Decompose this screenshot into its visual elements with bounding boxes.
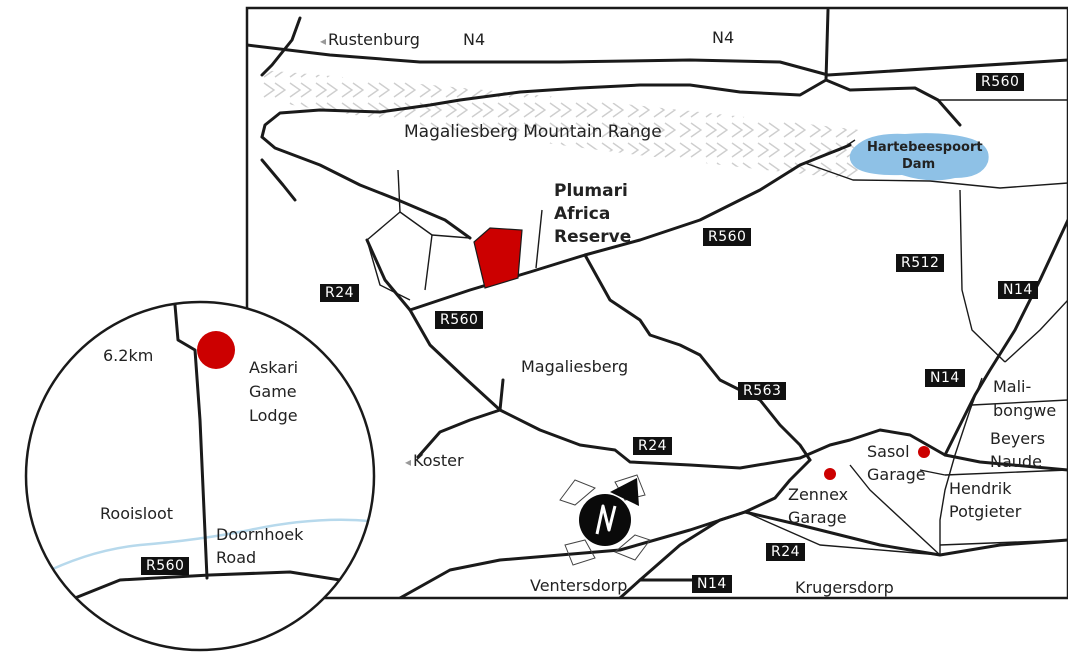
reserve-label-1: Plumari bbox=[554, 181, 628, 201]
magaliesberg-label: Magaliesberg bbox=[521, 357, 629, 376]
r563-badge: R563 bbox=[738, 382, 787, 400]
compass-letter: N bbox=[596, 506, 616, 530]
zennex-label-2: Garage bbox=[788, 508, 847, 527]
rooisloot-label: Rooisloot bbox=[100, 504, 174, 523]
malibongwe-label-1: Mali- bbox=[993, 377, 1032, 396]
n14-north-badge: N14 bbox=[998, 281, 1038, 299]
dam-label-1: Hartebeespoort bbox=[867, 140, 983, 155]
rustenburg-label: Rustenburg bbox=[320, 29, 420, 52]
main-map-frame bbox=[245, 6, 1068, 600]
n14-highway bbox=[743, 510, 1068, 557]
n4-highway bbox=[247, 43, 1068, 77]
mountain-range-band bbox=[262, 70, 860, 180]
koster-label: Koster bbox=[405, 450, 464, 473]
sasol-label-1: Sasol bbox=[867, 442, 910, 461]
askari-label-3: Lodge bbox=[249, 406, 298, 425]
plumari-reserve-area bbox=[473, 227, 523, 289]
zennex-label-1: Zennex bbox=[788, 485, 849, 504]
zennex-garage-marker bbox=[824, 468, 836, 480]
beyers-label-2: Naude bbox=[990, 452, 1042, 471]
ventersdorp-label: Ventersdorp bbox=[530, 576, 628, 595]
malibongwe-label-2: bongwe bbox=[993, 401, 1057, 420]
hartebeespoort-dam bbox=[849, 133, 989, 181]
inset-distance-label: 6.2km bbox=[103, 346, 154, 365]
compass-rose bbox=[559, 474, 651, 566]
beyers-label-1: Beyers bbox=[990, 429, 1046, 448]
inset-map bbox=[24, 300, 376, 652]
doornhoek-label-2: Road bbox=[216, 548, 257, 567]
hendrik-label-2: Potgieter bbox=[949, 502, 1022, 521]
askari-label-1: Askari bbox=[249, 358, 299, 377]
r24-south-badge: R24 bbox=[766, 543, 806, 561]
dam-label-2: Dam bbox=[902, 157, 936, 172]
main-map bbox=[247, 8, 1068, 598]
r560-mid-badge: R560 bbox=[703, 228, 752, 246]
r560-ne-badge: R560 bbox=[976, 73, 1025, 91]
mountain-range-label: Magaliesberg Mountain Range bbox=[404, 122, 662, 142]
hendrik-label-1: Hendrik bbox=[949, 479, 1012, 498]
inset-r560-badge: R560 bbox=[141, 557, 190, 575]
krugersdorp-label: Krugersdorp bbox=[795, 578, 894, 597]
r24-west-badge: R24 bbox=[320, 284, 360, 302]
n14-mid-badge: N14 bbox=[925, 369, 965, 387]
r512-badge: R512 bbox=[896, 254, 945, 272]
rooisloot-river bbox=[39, 518, 374, 577]
askari-lodge-marker bbox=[197, 331, 235, 369]
reserve-label-3: Reserve bbox=[554, 227, 632, 247]
r560-west-badge: R560 bbox=[435, 311, 484, 329]
doornhoek-label-1: Doornhoek bbox=[216, 525, 304, 544]
n4-east-label: N4 bbox=[712, 28, 735, 47]
dam-outline-road bbox=[804, 162, 1068, 189]
sasol-garage-marker bbox=[918, 446, 930, 458]
r563-road bbox=[583, 253, 812, 462]
askari-label-2: Game bbox=[249, 382, 297, 401]
r24-mid-badge: R24 bbox=[633, 437, 673, 455]
r24-road bbox=[365, 238, 802, 470]
n4-west-label: N4 bbox=[463, 30, 486, 49]
sasol-label-2: Garage bbox=[867, 465, 926, 484]
reserve-label-2: Africa bbox=[554, 204, 611, 224]
n14-south-badge: N14 bbox=[692, 575, 732, 593]
